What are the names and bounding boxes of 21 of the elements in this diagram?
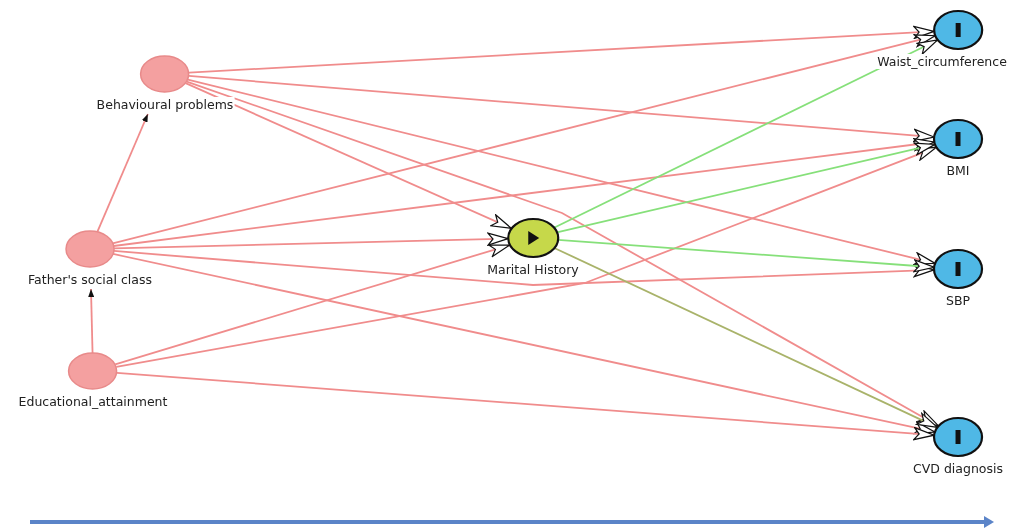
node-label: Father's social class [27, 272, 153, 287]
arrow [557, 238, 935, 273]
arrow [115, 146, 938, 368]
arrow [114, 244, 511, 366]
arrow [113, 232, 509, 250]
arrow [556, 142, 936, 234]
node-label: SBP [944, 293, 972, 308]
node-label: Educational_attainment [17, 394, 169, 409]
arrow [553, 39, 939, 229]
arrow [88, 288, 95, 354]
node-label: Marital History [486, 262, 580, 277]
arrow [96, 113, 149, 233]
node-label: Behavioural problems [95, 97, 235, 112]
arrow [112, 253, 936, 435]
arrow [184, 82, 513, 230]
arrow [553, 247, 939, 429]
node-label: Waist_circumference [876, 54, 1008, 69]
arrow [188, 25, 935, 74]
node-label: CVD diagnosis [912, 461, 1004, 476]
node-label: BMI [945, 163, 971, 178]
arrow [185, 80, 940, 427]
